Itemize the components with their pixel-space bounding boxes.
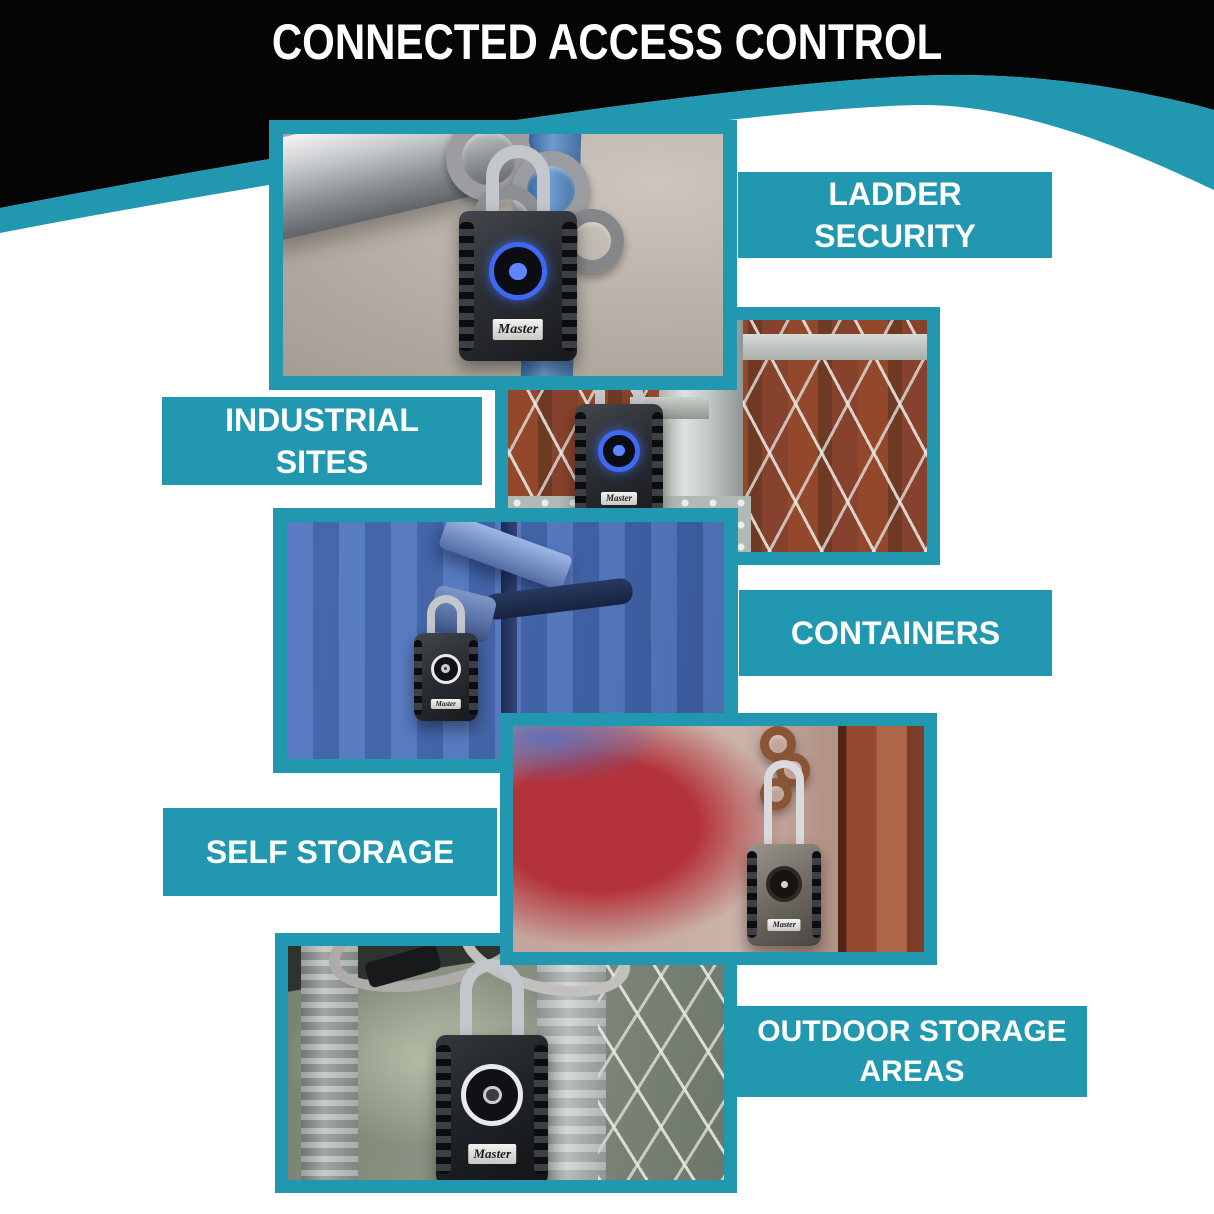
banner-industrial-sites-label: INDUSTRIAL SITES — [225, 402, 419, 480]
banner-outdoor-storage-areas: OUTDOOR STORAGE AREAS — [737, 1006, 1087, 1097]
photo-containers: Master — [273, 508, 738, 773]
container-door-seam-shape — [501, 522, 518, 759]
banner-ladder-security: LADDER SECURITY — [738, 172, 1052, 258]
banner-outdoor-storage-areas-label: OUTDOOR STORAGE AREAS — [757, 1014, 1067, 1088]
photo-self-storage-image: Master — [513, 726, 924, 952]
chain-link-fence-shape — [597, 946, 724, 1180]
header-black-shape — [0, 0, 1214, 208]
padlock-icon: Master — [575, 353, 664, 522]
banner-self-storage-label: SELF STORAGE — [205, 834, 455, 870]
padlock-body: Master — [436, 1034, 549, 1180]
padlock-brand-label: Master — [767, 919, 801, 932]
banner-containers: CONTAINERS — [739, 590, 1052, 676]
steel-post-shape — [301, 946, 358, 1180]
rusty-chain-link-icon — [759, 726, 796, 762]
padlock-icon: Master — [747, 759, 822, 946]
padlock-brand-label: Master — [601, 491, 638, 505]
padlock-ring-icon — [766, 866, 803, 903]
banner-containers-label: CONTAINERS — [790, 615, 1001, 651]
banner-self-storage: SELF STORAGE — [163, 808, 497, 896]
padlock-body: Master — [413, 633, 478, 722]
banner-industrial-sites: INDUSTRIAL SITES — [162, 397, 482, 485]
padlock-shackle-icon — [460, 958, 525, 1043]
photo-self-storage: Master — [500, 713, 937, 965]
page-title: CONNECTED ACCESS CONTROL — [0, 14, 1214, 70]
photo-outdoor-storage-image: Master — [288, 946, 724, 1180]
rusty-chain-link-icon — [759, 777, 792, 810]
header-swoosh — [0, 0, 1214, 233]
padlock-body: Master — [459, 211, 578, 362]
banner-ladder-security-label: LADDER SECURITY — [814, 176, 976, 254]
padlock-led-ring-icon — [489, 242, 547, 301]
padlock-brand-label: Master — [492, 319, 544, 341]
padlock-icon: Master — [436, 958, 549, 1180]
padlock-led-ring-icon — [598, 429, 641, 472]
steel-post-shape — [536, 946, 607, 1180]
padlock-icon: Master — [413, 595, 478, 722]
padlock-icon: Master — [459, 145, 578, 362]
rust-door-shape — [837, 726, 924, 952]
padlock-ring-icon — [430, 653, 461, 684]
padlock-ring-icon — [461, 1063, 524, 1126]
page-title-text: CONNECTED ACCESS CONTROL — [271, 14, 943, 70]
photo-ladder-security-image: Master — [283, 134, 723, 376]
photo-ladder-security: Master — [269, 120, 737, 390]
swoosh-arc — [0, 74, 1214, 233]
padlock-shackle-icon — [486, 145, 550, 220]
padlock-body: Master — [575, 403, 664, 522]
padlock-shackle-icon — [426, 595, 465, 642]
photo-outdoor-storage: Master — [275, 933, 737, 1193]
padlock-brand-label: Master — [430, 698, 461, 710]
padlock-body: Master — [747, 843, 822, 946]
padlock-brand-label: Master — [468, 1144, 517, 1164]
padlock-shackle-icon — [764, 759, 805, 852]
